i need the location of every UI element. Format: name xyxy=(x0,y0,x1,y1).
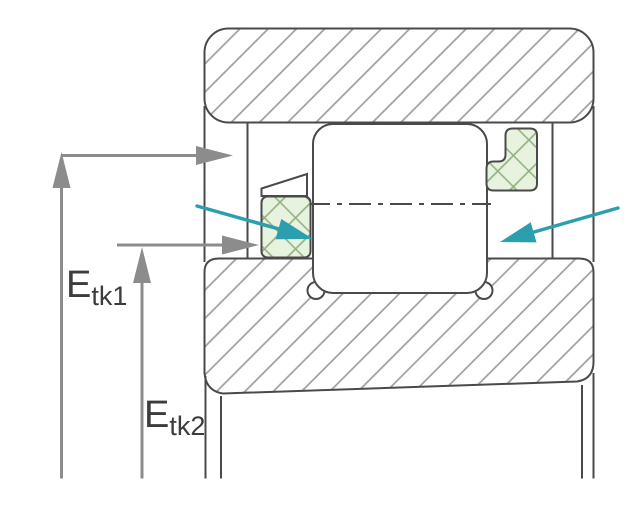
accent-arrow-left-line xyxy=(195,204,282,232)
dimension-etk1 xyxy=(52,146,233,479)
cage-lip xyxy=(260,172,308,197)
outer-ring xyxy=(203,27,595,124)
inner-ring xyxy=(203,257,595,395)
label-etk2: Etk2 xyxy=(144,394,205,441)
etk2-up-arrowhead-icon xyxy=(133,247,151,283)
dimension-etk2 xyxy=(117,235,259,479)
accent-arrow-right-head xyxy=(500,222,537,243)
accent-arrow-right-icon xyxy=(500,206,620,243)
etk2-right-arrowhead-icon xyxy=(222,235,259,255)
label-etk1: Etk1 xyxy=(66,264,127,311)
etk1-right-arrowhead-icon xyxy=(196,146,233,165)
accent-arrow-right-line xyxy=(532,206,620,234)
seal-right xyxy=(485,127,538,192)
accent-arrow-left-head xyxy=(275,219,313,240)
roller xyxy=(312,123,488,294)
etk1-up-arrowhead-icon xyxy=(52,152,71,188)
accent-arrow-left-icon xyxy=(195,204,313,240)
